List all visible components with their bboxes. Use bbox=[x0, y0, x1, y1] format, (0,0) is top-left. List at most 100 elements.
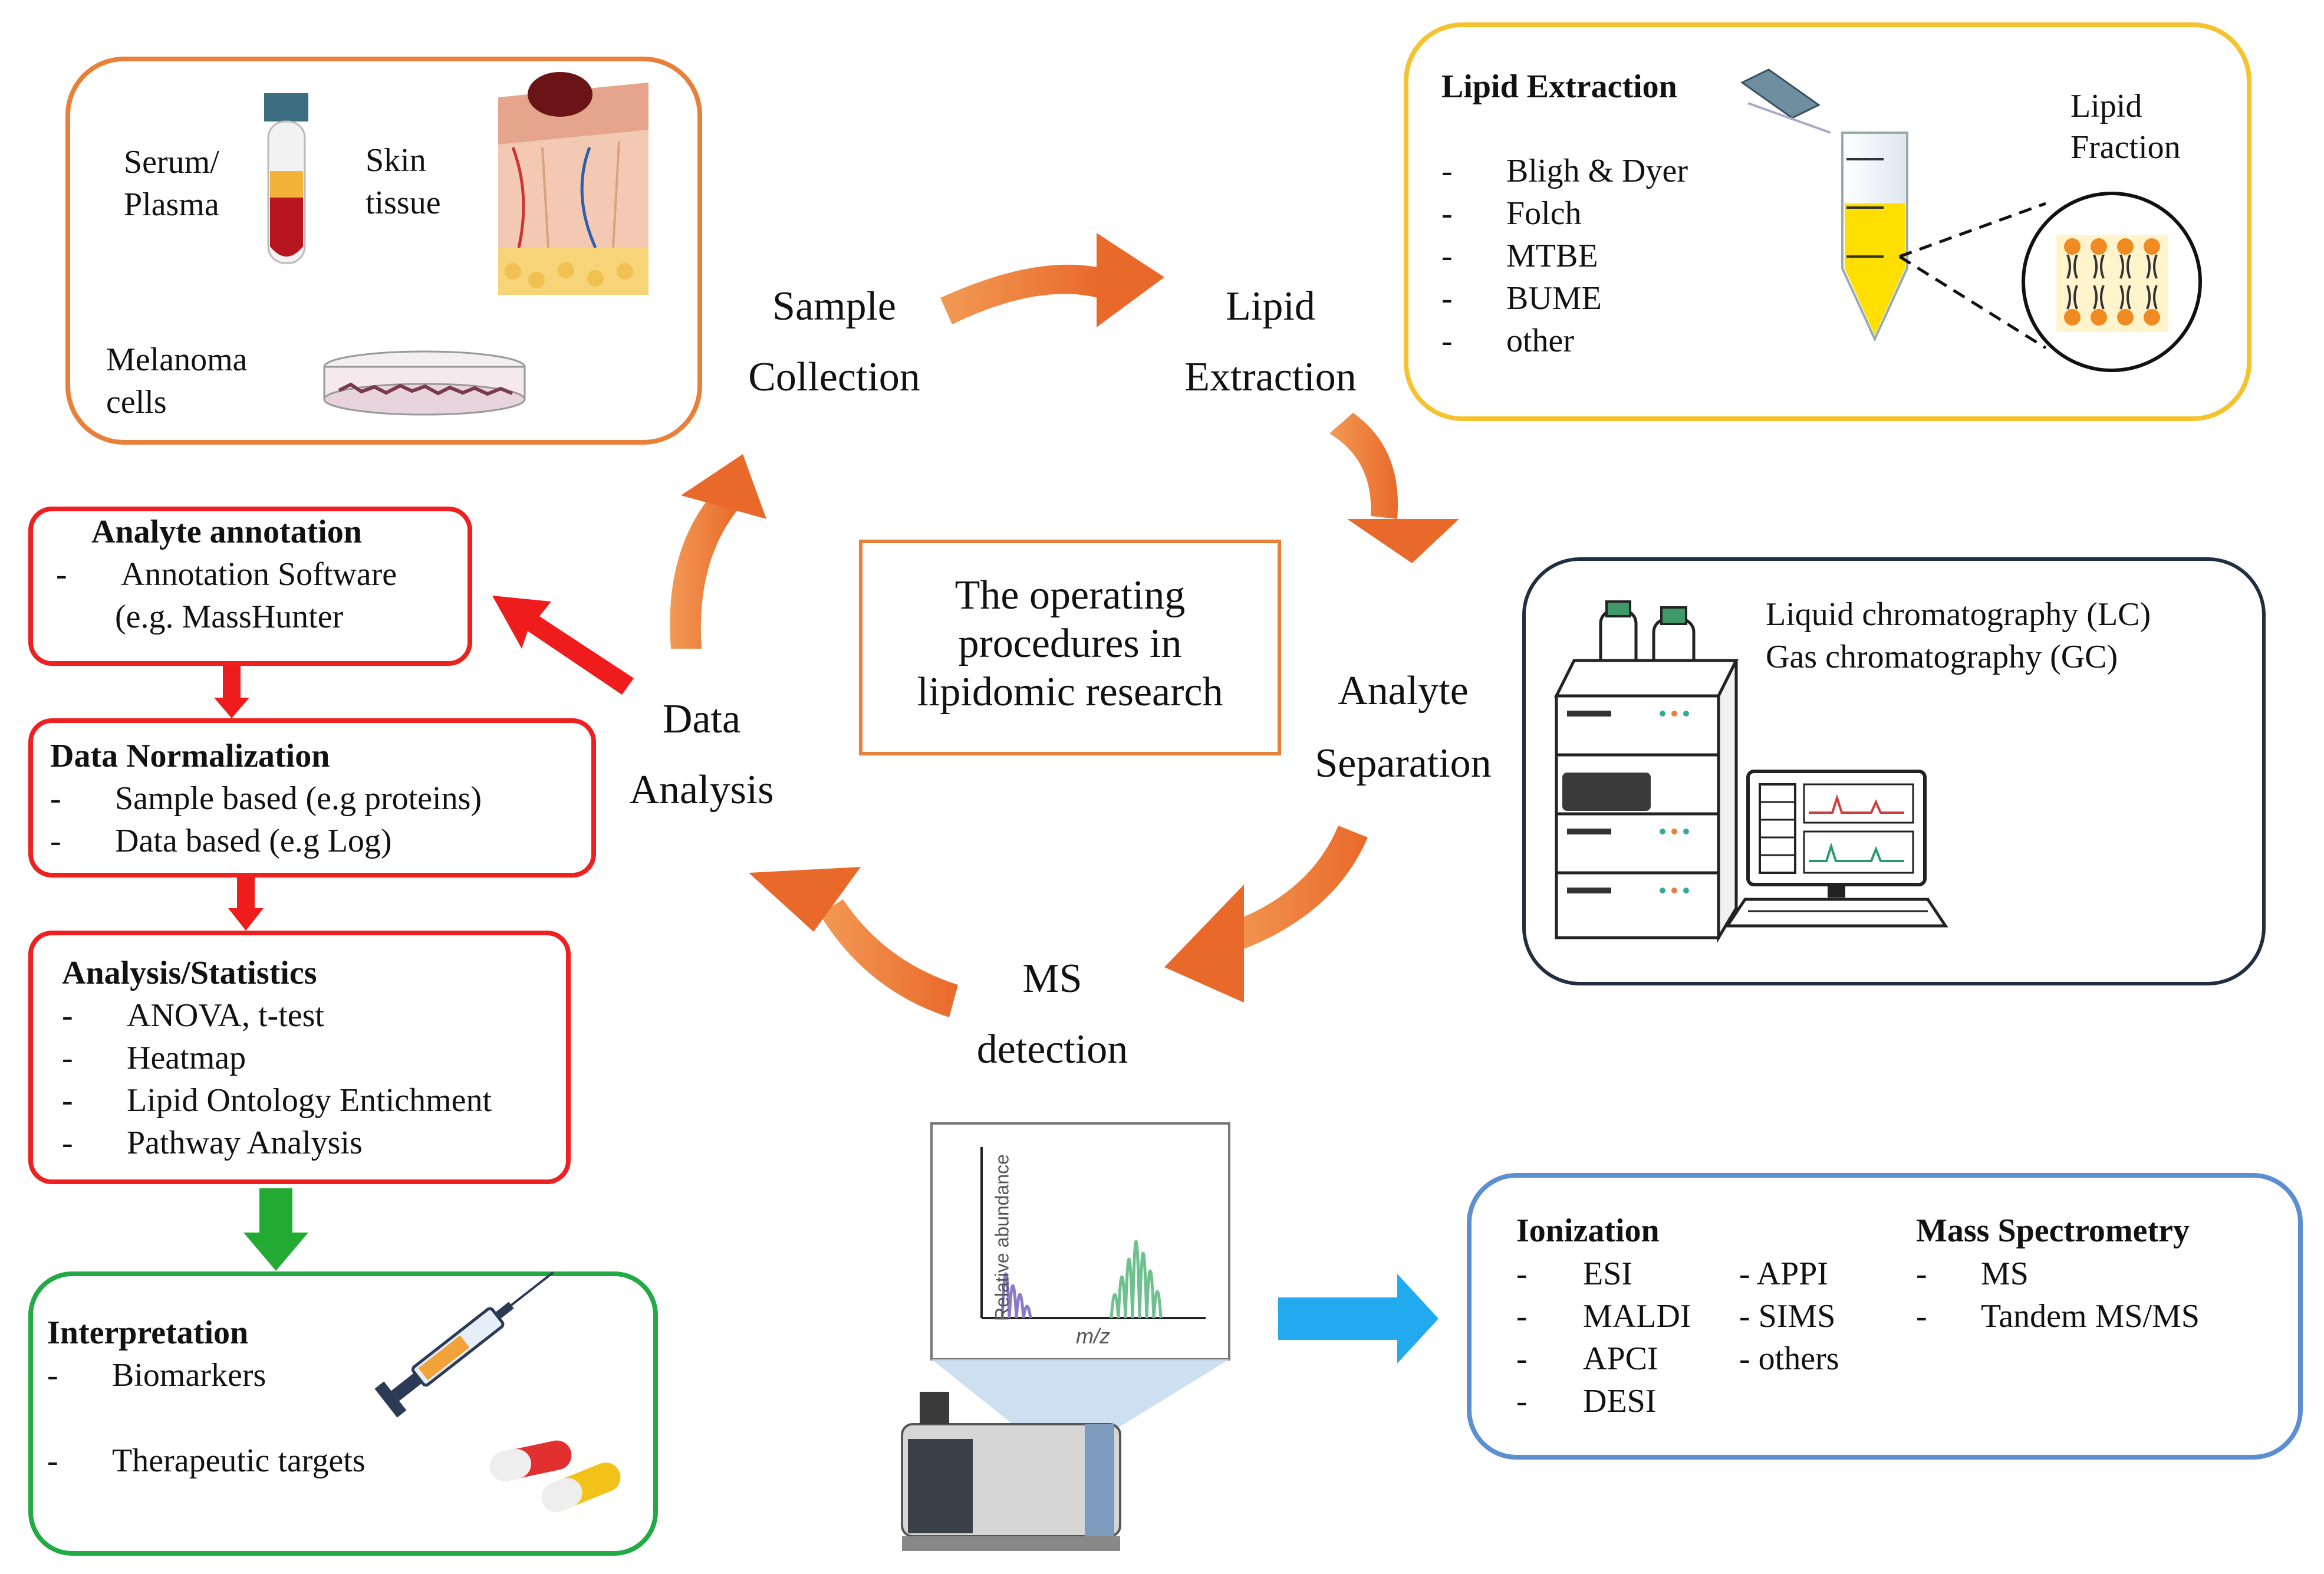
extraction-item-3: MTBE bbox=[1506, 238, 1598, 274]
step-data-analysis-line-2: Analysis bbox=[629, 767, 774, 813]
lipid-fraction-line-2: Fraction bbox=[2070, 129, 2181, 166]
interpretation-title: Interpretation bbox=[47, 1315, 249, 1351]
cycle-arrow-analysis-to-collection bbox=[670, 454, 766, 649]
separation-line-1: Liquid chromatography (LC) bbox=[1766, 596, 2151, 633]
normalization-item-2: Data based (e.g Log) bbox=[115, 823, 392, 859]
red-arrow-annotation-to-normalization bbox=[214, 665, 249, 718]
statistics-dash-4: - bbox=[62, 1125, 73, 1161]
step-sample-collection-line-1: Sample bbox=[772, 284, 896, 329]
interpretation-item-1: Biomarkers bbox=[112, 1357, 266, 1394]
extraction-dash-2: - bbox=[1441, 195, 1453, 232]
center-title-line-2: procedures in bbox=[958, 621, 1182, 666]
syringe-icon bbox=[374, 1271, 554, 1418]
statistics-dash-2: - bbox=[62, 1040, 73, 1076]
ionization-item-4: DESI bbox=[1583, 1383, 1657, 1419]
ionization-item-6: - SIMS bbox=[1739, 1298, 1836, 1335]
extraction-item-2: Folch bbox=[1506, 195, 1582, 232]
statistics-item-3: Lipid Ontology Entichment bbox=[127, 1082, 492, 1119]
annotation-dash: - bbox=[56, 556, 67, 593]
petri-dish-icon bbox=[323, 350, 526, 416]
eppendorf-tube-icon bbox=[1841, 132, 1908, 342]
step-ms-detection-line-2: detection bbox=[976, 1027, 1128, 1072]
ionization-dash-4: - bbox=[1516, 1383, 1528, 1419]
step-data-analysis-line-1: Data bbox=[662, 696, 741, 742]
interpretation-item-2: Therapeutic targets bbox=[112, 1442, 366, 1479]
ms-item-1: MS bbox=[1981, 1256, 2029, 1292]
ionization-dash-3: - bbox=[1516, 1340, 1528, 1377]
melanoma-label-line-2: cells bbox=[106, 384, 167, 420]
extraction-dash-4: - bbox=[1441, 280, 1453, 317]
statistics-dash-3: - bbox=[62, 1082, 73, 1119]
annotation-box bbox=[28, 507, 472, 666]
extraction-item-5: other bbox=[1506, 323, 1575, 359]
statistics-title: Analysis/Statistics bbox=[62, 955, 317, 991]
cycle-arrow-separation-to-detection bbox=[1164, 826, 1368, 1003]
normalization-item-1: Sample based (e.g proteins) bbox=[115, 780, 482, 817]
extraction-dash-3: - bbox=[1441, 238, 1453, 274]
extraction-dash-1: - bbox=[1441, 153, 1453, 189]
red-arrow-to-annotation bbox=[492, 596, 634, 695]
step-sample-collection-line-2: Collection bbox=[748, 354, 920, 400]
green-arrow-statistics-to-interpretation bbox=[243, 1188, 308, 1271]
blood-tube-icon bbox=[264, 93, 308, 264]
melanoma-label-line-1: Melanoma bbox=[106, 341, 248, 378]
cycle-arrow-extraction-to-separation bbox=[1329, 413, 1459, 563]
mass-spectrometry-title: Mass Spectrometry bbox=[1916, 1212, 2190, 1249]
ionization-item-7: - others bbox=[1739, 1340, 1839, 1377]
cycle-arrow-detection-to-analysis bbox=[749, 867, 958, 1017]
normalization-dash-2: - bbox=[50, 823, 61, 859]
ionization-item-3: APCI bbox=[1583, 1340, 1658, 1377]
extraction-box-title: Lipid Extraction bbox=[1441, 68, 1677, 105]
skin-tissue-icon bbox=[498, 72, 649, 295]
normalization-dash-1: - bbox=[50, 780, 61, 817]
statistics-dash-1: - bbox=[62, 997, 73, 1034]
ms-dash-2: - bbox=[1916, 1298, 1927, 1335]
hplc-instrument-icon bbox=[1553, 600, 1739, 944]
annotation-line-2: (e.g. MassHunter bbox=[115, 599, 344, 635]
interpretation-dash-1: - bbox=[47, 1357, 58, 1394]
blue-arrow-to-ionization bbox=[1278, 1274, 1438, 1363]
ms-beam bbox=[931, 1359, 1229, 1430]
annotation-line-1: Annotation Software bbox=[121, 556, 397, 593]
statistics-box bbox=[28, 931, 571, 1184]
step-analyte-separation-line-1: Analyte bbox=[1338, 668, 1469, 714]
ionization-item-1: ESI bbox=[1583, 1256, 1632, 1292]
separation-line-2: Gas chromatography (GC) bbox=[1766, 639, 2118, 675]
interpretation-dash-2: - bbox=[47, 1442, 58, 1479]
mass-spectrum-plot bbox=[930, 1122, 1230, 1361]
ionization-dash-1: - bbox=[1516, 1256, 1528, 1292]
lipid-fraction-line-1: Lipid bbox=[2070, 88, 2142, 124]
ms-plot-ylabel: Relative abundance bbox=[991, 1154, 1013, 1321]
mass-spectrometer-icon bbox=[901, 1392, 1121, 1551]
ionization-title: Ionization bbox=[1516, 1212, 1660, 1249]
lipid-bilayer-icon bbox=[2022, 192, 2202, 372]
skin-label-line-2: tissue bbox=[366, 185, 441, 221]
ms-dash-1: - bbox=[1916, 1256, 1927, 1292]
skin-label-line-1: Skin bbox=[366, 142, 426, 179]
statistics-item-2: Heatmap bbox=[127, 1040, 246, 1076]
center-title-line-3: lipidomic research bbox=[917, 669, 1223, 715]
annotation-title: Analyte annotation bbox=[91, 514, 362, 550]
red-arrow-normalization-to-statistics bbox=[228, 878, 264, 931]
ms-plot-xlabel: m/z bbox=[1076, 1324, 1110, 1348]
serum-label-line-2: Plasma bbox=[124, 186, 219, 223]
extraction-item-4: BUME bbox=[1506, 280, 1602, 317]
statistics-item-1: ANOVA, t-test bbox=[127, 997, 324, 1034]
normalization-title: Data Normalization bbox=[50, 738, 330, 774]
center-title-box bbox=[859, 540, 1281, 755]
ionization-item-5: - APPI bbox=[1739, 1256, 1828, 1292]
step-lipid-extraction-line-1: Lipid bbox=[1226, 284, 1315, 329]
center-title-line-1: The operating bbox=[954, 573, 1186, 618]
extraction-item-1: Bligh & Dyer bbox=[1506, 153, 1688, 189]
step-ms-detection-line-1: MS bbox=[1022, 956, 1082, 1001]
pipette-icon bbox=[1740, 68, 1831, 134]
ionization-box bbox=[1467, 1173, 2303, 1460]
zoom-dashed-lines bbox=[1898, 202, 2047, 350]
ms-item-2: Tandem MS/MS bbox=[1981, 1298, 2200, 1335]
pills-icon bbox=[490, 1440, 621, 1512]
step-lipid-extraction-line-2: Extraction bbox=[1184, 354, 1357, 400]
ionization-item-2: MALDI bbox=[1583, 1298, 1691, 1335]
statistics-item-4: Pathway Analysis bbox=[127, 1125, 363, 1161]
normalization-box bbox=[28, 718, 596, 878]
